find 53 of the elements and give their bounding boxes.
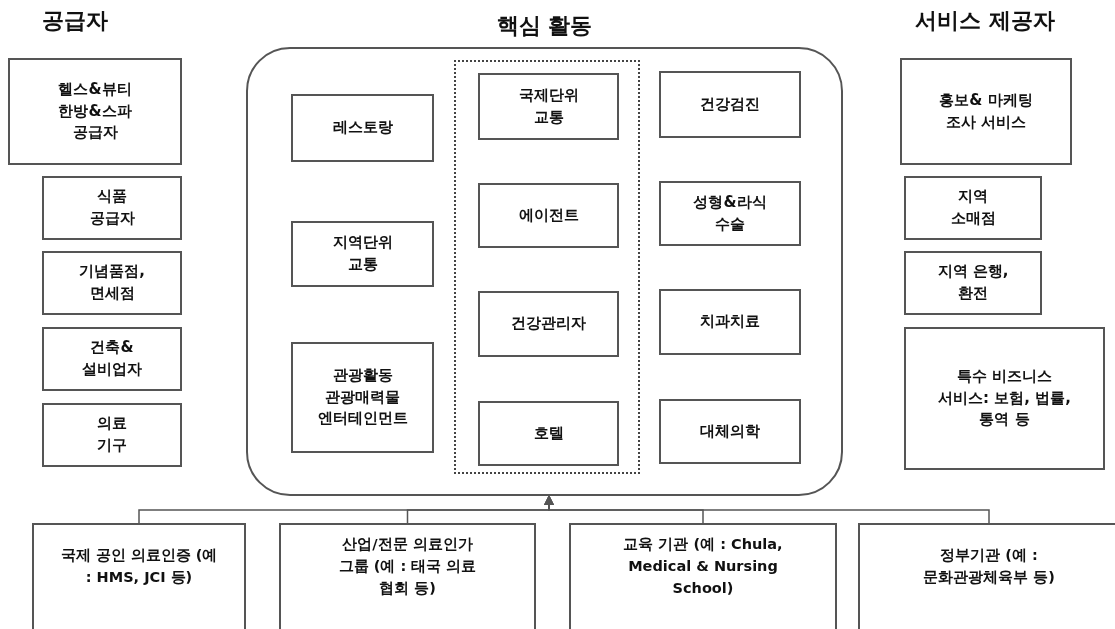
box-label: 치과치료 [700,311,760,333]
category-box [291,94,434,162]
organization-box [858,523,1115,629]
category-box [659,399,801,464]
category-box [42,251,182,315]
column-heading: 공급자 [41,7,109,35]
box-label: 교육 기관 (예 : Chula, Medical & Nursing School) [622,535,784,598]
category-box [900,58,1072,165]
box-label: 특수 비즈니스 서비스: 보험, 법률, 통역 등 [937,365,1072,431]
category-box [904,176,1042,240]
category-box [42,403,182,467]
box-label: 정부기관 (예 : 문화관광체육부 등) [922,546,1056,587]
category-box [478,73,619,140]
box-label: 식품 공급자 [88,186,136,229]
box-label: 지역단위 교통 [331,232,394,275]
column-heading: 서비스 제공자 [914,7,1056,35]
box-label: 산업/전문 의료인가 그룹 (예 : 태국 의료 협회 등) [337,535,478,598]
box-label: 건강검진 [700,93,760,115]
category-box [659,289,801,355]
box-label: 국제단위 교통 [517,84,580,128]
box-label: 관광활동 관광매력물 엔터테인먼트 [316,364,409,430]
category-box [291,221,434,287]
box-label: 호텔 [533,422,564,444]
box-label: 지역 소매점 [949,186,997,229]
category-box [659,181,801,246]
category-box [42,176,182,240]
category-box [8,58,182,165]
box-label: 건축& 설비업자 [81,337,143,380]
organization-box [32,523,246,629]
box-label: 레스토랑 [332,117,393,139]
box-label: 에이전트 [518,204,579,226]
box-label: 헬스&뷰티 한방&스파 공급자 [57,78,133,144]
box-label: 홍보& 마케팅 조사 서비스 [938,89,1034,133]
box-label: 건강관리자 [511,313,586,335]
category-box [478,183,619,248]
category-box [904,251,1042,315]
box-label: 대체의학 [700,420,760,442]
section-heading: 핵심 활동 [495,12,594,40]
box-label: 기념품점, 면세점 [78,261,146,304]
box-label: 의료 기구 [96,413,128,456]
category-box [478,401,619,466]
organization-box [569,523,837,629]
box-label: 국제 공인 의료인증 (예 : HMS, JCI 등) [59,546,219,587]
category-box [291,342,434,453]
organization-box [279,523,536,629]
category-box [478,291,619,357]
category-box [659,71,801,138]
box-label: 지역 은행, 환전 [936,261,1010,304]
box-label: 성형&라식 수술 [692,191,768,235]
connector-arrow [543,494,990,524]
category-box [42,327,182,391]
dashed-group-box [454,60,640,474]
category-box [904,327,1105,470]
